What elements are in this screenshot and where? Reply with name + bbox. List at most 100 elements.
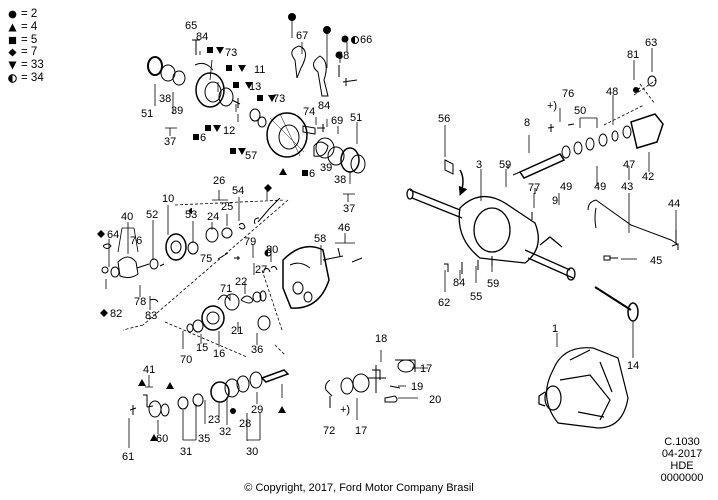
callout-29: 29 (251, 404, 263, 416)
note-plus-a: +) (547, 100, 557, 112)
callout-41: 41 (143, 364, 155, 376)
callout-10: 10 (162, 193, 174, 205)
callout-57: 57 (245, 150, 257, 162)
callout-27: 27 (255, 264, 267, 276)
legend-item-34: = 34 (6, 72, 96, 85)
callout-16: 16 (213, 348, 225, 360)
callout-73a: 73 (225, 47, 237, 59)
legend: = 2 = 4 = 5 = 7 = 33 = 34 (6, 8, 96, 85)
callout-38a: 38 (159, 93, 171, 105)
callout-6a: 6 (200, 132, 206, 144)
callout-36: 36 (251, 344, 263, 356)
callout-67: 67 (296, 30, 308, 42)
legend-label: = 2 (21, 8, 38, 20)
filled-triangle-down-icon (8, 61, 17, 70)
reference-date: 04-2017 (661, 448, 703, 460)
filled-triangle-icon (8, 23, 17, 32)
callout-6b: 6 (309, 168, 315, 180)
reference-serial: 0000000 (660, 472, 704, 484)
drawing-reference: C.1030 04-2017 HDE 0000000 (652, 436, 712, 484)
callout-50: 50 (574, 105, 586, 117)
callout-48: 48 (606, 86, 618, 98)
callout-15: 15 (196, 342, 208, 354)
legend-item-5: = 5 (6, 34, 96, 47)
half-circle-icon (8, 74, 17, 83)
callout-24: 24 (207, 211, 219, 223)
callout-84a: 84 (196, 31, 208, 43)
callout-12: 12 (223, 125, 235, 137)
callout-74: 74 (303, 106, 315, 118)
callout-31: 31 (180, 446, 192, 458)
callout-65: 65 (185, 20, 197, 32)
leader-lines (105, 20, 677, 448)
copyright-notice: © Copyright, 2017, Ford Motor Company Br… (244, 482, 474, 494)
callout-59a: 59 (499, 159, 511, 171)
callout-11: 11 (254, 64, 265, 76)
note-plus-b: +) (340, 404, 350, 416)
pinion-shaft-group (129, 369, 290, 418)
callout-labels: 1 3 6 6 8 9 10 11 12 13 14 15 16 17 17 1… (107, 20, 680, 463)
callout-45: 45 (650, 255, 662, 267)
axle-shaft-group (507, 75, 678, 245)
callout-76a: 76 (130, 235, 142, 247)
callout-28: 28 (239, 418, 251, 430)
callout-23: 23 (208, 414, 220, 426)
legend-label: = 34 (21, 71, 44, 84)
callout-40: 40 (121, 211, 133, 223)
callout-84c: 84 (453, 277, 465, 289)
callout-13: 13 (249, 81, 261, 93)
callout-51b: 51 (350, 112, 362, 124)
callout-81: 81 (627, 49, 639, 61)
callout-14: 14 (627, 360, 639, 372)
callout-62: 62 (438, 297, 450, 309)
callout-9: 9 (552, 195, 558, 207)
callout-38b: 38 (334, 174, 346, 186)
callout-72: 72 (323, 425, 335, 437)
callout-76b: 76 (562, 88, 574, 100)
legend-label: = 33 (21, 59, 44, 72)
callout-17b: 17 (355, 425, 367, 437)
callout-78: 78 (134, 296, 146, 308)
callout-68: 68 (337, 50, 349, 62)
callout-64: 64 (107, 229, 119, 241)
legend-label: = 5 (21, 33, 38, 46)
callout-47: 47 (623, 159, 635, 171)
callout-51a: 51 (141, 108, 153, 120)
callout-21: 21 (231, 325, 243, 337)
callout-46: 46 (338, 222, 350, 234)
callout-37b: 37 (343, 203, 355, 215)
callout-59b: 59 (487, 278, 499, 290)
reference-code: C.1030 (664, 436, 700, 448)
universal-joint-group (325, 359, 416, 408)
callout-32: 32 (219, 426, 231, 438)
callout-20: 20 (429, 394, 441, 406)
callout-17a: 17 (420, 363, 432, 375)
callout-19: 19 (411, 381, 423, 393)
callout-49b: 49 (594, 181, 606, 193)
callout-56: 56 (438, 113, 450, 125)
differential-group (101, 197, 363, 333)
callout-60: 60 (156, 433, 168, 445)
callout-83: 83 (145, 310, 157, 322)
callout-30: 30 (246, 446, 258, 458)
callout-66: 66 (360, 34, 372, 46)
legend-item-2: = 2 (6, 8, 96, 21)
reference-markers (97, 13, 639, 441)
legend-item-7: = 7 (6, 46, 96, 59)
filled-diamond-icon (8, 48, 17, 57)
callout-75: 75 (200, 253, 212, 265)
callout-44: 44 (668, 198, 680, 210)
filled-square-icon (8, 36, 17, 44)
callout-53: 53 (185, 209, 197, 221)
callout-55: 55 (470, 291, 482, 303)
legend-label: = 7 (21, 46, 38, 59)
callout-39a: 39 (171, 105, 183, 117)
callout-18: 18 (375, 333, 387, 345)
callout-58: 58 (314, 233, 326, 245)
axle-housing (406, 188, 576, 281)
callout-82: 82 (110, 308, 122, 320)
legend-item-4: = 4 (6, 21, 96, 34)
callout-1: 1 (552, 323, 558, 335)
callout-43: 43 (621, 181, 633, 193)
